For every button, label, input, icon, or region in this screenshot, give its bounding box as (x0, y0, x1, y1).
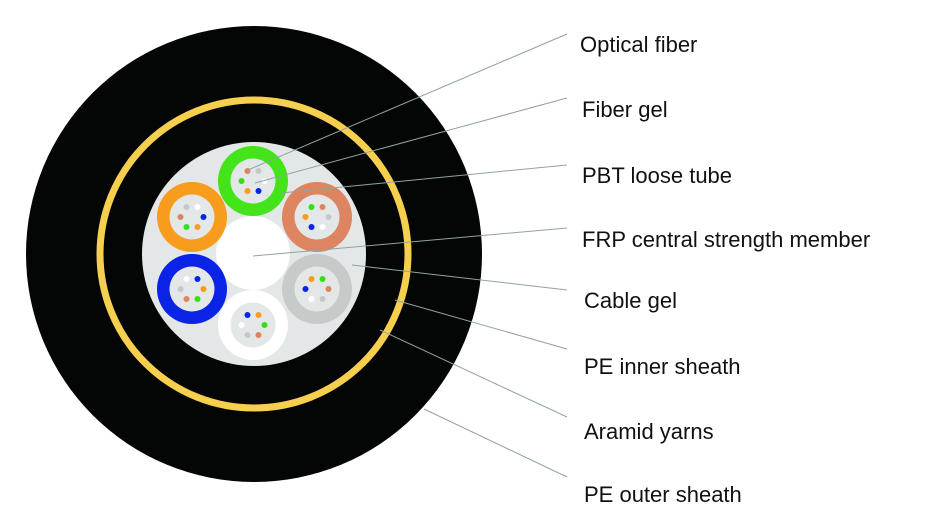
optical-fiber-gray (325, 214, 332, 220)
optical-fiber-blue (194, 276, 201, 282)
leader-line-frp-central-strength-member (252, 227, 568, 257)
optical-fiber-blue (200, 214, 207, 220)
white-tube (218, 290, 288, 360)
blue-tube (157, 254, 227, 324)
optical-fiber-white (183, 276, 190, 282)
fiber-gel (294, 194, 340, 240)
optical-fiber-salmon (177, 214, 184, 220)
optical-fiber-salmon (325, 286, 332, 292)
optical-fiber-green (308, 204, 315, 210)
optical-fiber-green (261, 322, 268, 328)
green-tube (218, 146, 288, 216)
optical-fiber-gray (183, 204, 190, 210)
leader-line-pbt-loose-tube (280, 164, 568, 194)
fiber-gel (230, 158, 276, 204)
leader-line-fiber-gel (254, 97, 568, 184)
optical-fiber-blue (302, 286, 309, 292)
optical-fiber-white (238, 322, 245, 328)
optical-fiber-gray (177, 286, 184, 292)
optical-fiber-white (194, 204, 201, 210)
fiber-gel (294, 266, 340, 312)
optical-fiber-salmon (319, 204, 326, 210)
optical-fiber-salmon (183, 296, 190, 302)
optical-fiber-orange (194, 224, 201, 230)
aramid-yarns-ring (96, 96, 412, 412)
label-optical-fiber: Optical fiber (580, 32, 697, 57)
leader-line-pe-inner-sheath (394, 299, 568, 350)
leader-line-pe-outer-sheath (423, 408, 568, 478)
fiber-gel (230, 302, 276, 348)
optical-fiber-gray (255, 168, 262, 174)
optical-fiber-blue (308, 224, 315, 230)
optical-fiber-orange (302, 214, 309, 220)
optical-fiber-gray (319, 296, 326, 302)
optical-fiber-white (319, 224, 326, 230)
optical-fiber-green (194, 296, 201, 302)
cable (26, 26, 482, 482)
leader-line-aramid-yarns (379, 329, 568, 418)
leader-line-cable-gel (351, 264, 568, 291)
leader-line-optical-fiber (247, 33, 568, 171)
label-pe-inner-sheath: PE inner sheath (584, 354, 741, 379)
gray-tube (282, 254, 352, 324)
leader-lines (247, 33, 568, 478)
salmon-tube (282, 182, 352, 252)
fiber-gel (169, 194, 215, 240)
label-cable-gel: Cable gel (584, 288, 677, 313)
optical-fiber-white (308, 296, 315, 302)
optical-fiber-green (183, 224, 190, 230)
optical-fiber-blue (255, 188, 262, 194)
frp-central-strength-member (216, 216, 290, 290)
optical-fiber-blue (244, 312, 251, 318)
loose-tubes (157, 146, 352, 360)
orange-tube (157, 182, 227, 252)
optical-fiber-green (319, 276, 326, 282)
label-aramid-yarns: Aramid yarns (584, 419, 714, 444)
optical-fiber-orange (244, 188, 251, 194)
label-fiber-gel: Fiber gel (582, 97, 668, 122)
optical-fiber-orange (308, 276, 315, 282)
optical-fiber-orange (255, 312, 262, 318)
label-frp-central-strength-member: FRP central strength member (582, 227, 870, 252)
optical-fiber-gray (244, 332, 251, 338)
optical-fiber-green (238, 178, 245, 184)
optical-fiber-salmon (255, 332, 262, 338)
fiber-gel (169, 266, 215, 312)
optical-fiber-orange (200, 286, 207, 292)
labels: Optical fiber Fiber gel PBT loose tube F… (580, 32, 870, 507)
label-pbt-loose-tube: PBT loose tube (582, 163, 732, 188)
label-pe-outer-sheath: PE outer sheath (584, 482, 742, 507)
